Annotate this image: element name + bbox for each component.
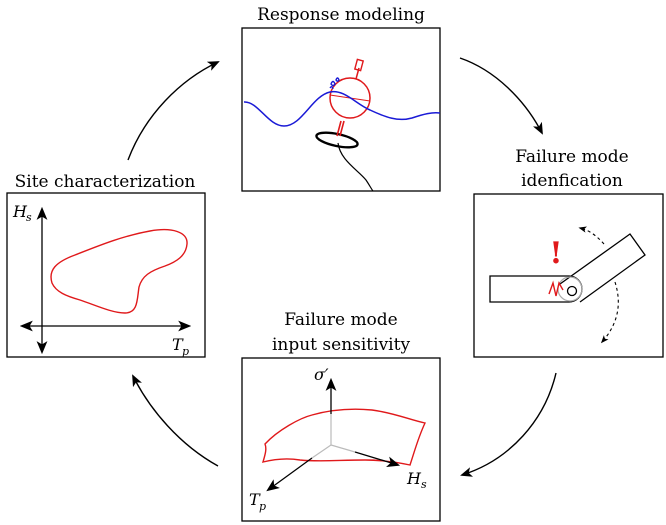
hidden-axes <box>311 414 356 459</box>
environmental-contour <box>50 228 188 314</box>
tp-axis-subscript-site: p <box>182 345 189 358</box>
tp-axis-label-site: T <box>172 335 184 354</box>
mooring-line-icon <box>337 142 374 192</box>
warning-exclamation-icon: ! <box>549 236 562 271</box>
tp-axis-label: T <box>249 490 261 509</box>
hinge-pin-icon <box>566 285 578 297</box>
tp-axis-subscript: p <box>259 500 266 513</box>
sigma-axis-label: σ′ <box>314 365 329 384</box>
water-surface-wave <box>243 90 441 127</box>
input-sensitivity-panel <box>241 357 441 522</box>
site-characterization-panel <box>6 192 206 358</box>
rotation-arrow-up-icon <box>578 226 605 245</box>
hs-axis-label-site: H <box>12 202 28 221</box>
sensitivity-title-line2: input sensitivity <box>272 335 410 355</box>
hs-axis-label: H <box>406 469 422 488</box>
response-modeling-stage: Response modeling <box>241 5 441 192</box>
tp-axis <box>266 457 313 492</box>
site-characterization-stage: Site characterization H s T p <box>6 172 206 358</box>
input-sensitivity-stage: Failure mode input sensitivity σ′ H s T … <box>241 310 441 522</box>
crack-icon <box>548 280 564 297</box>
hs-axis-subscript: s <box>421 478 427 491</box>
response-modeling-title: Response modeling <box>257 5 425 25</box>
failure-id-title-line2: idenfication <box>521 171 623 191</box>
splash-droplets-icon <box>329 77 340 90</box>
rotating-link-icon <box>559 233 646 303</box>
spar-icon <box>336 120 342 137</box>
cycle-arrow-sensitivity-to-site <box>132 374 219 467</box>
cycle-arrow-response-to-failure-id <box>459 57 543 135</box>
antenna-icon <box>353 58 365 72</box>
hs-axis <box>354 451 401 468</box>
failure-id-title-line1: Failure mode <box>515 147 629 167</box>
cycle-arrow-site-to-response <box>127 61 220 161</box>
response-surface <box>261 408 427 466</box>
buoy-icon <box>329 77 371 119</box>
sensitivity-title-line1: Failure mode <box>284 310 398 330</box>
hs-axis-subscript-site: s <box>26 211 32 224</box>
failure-identification-stage: Failure mode idenfication ! <box>473 147 664 358</box>
rotation-arrow-down-icon <box>600 281 619 344</box>
cycle-arrow-failure-id-to-sensitivity <box>460 372 557 477</box>
response-modeling-panel <box>241 27 441 192</box>
site-characterization-title: Site characterization <box>15 172 196 192</box>
